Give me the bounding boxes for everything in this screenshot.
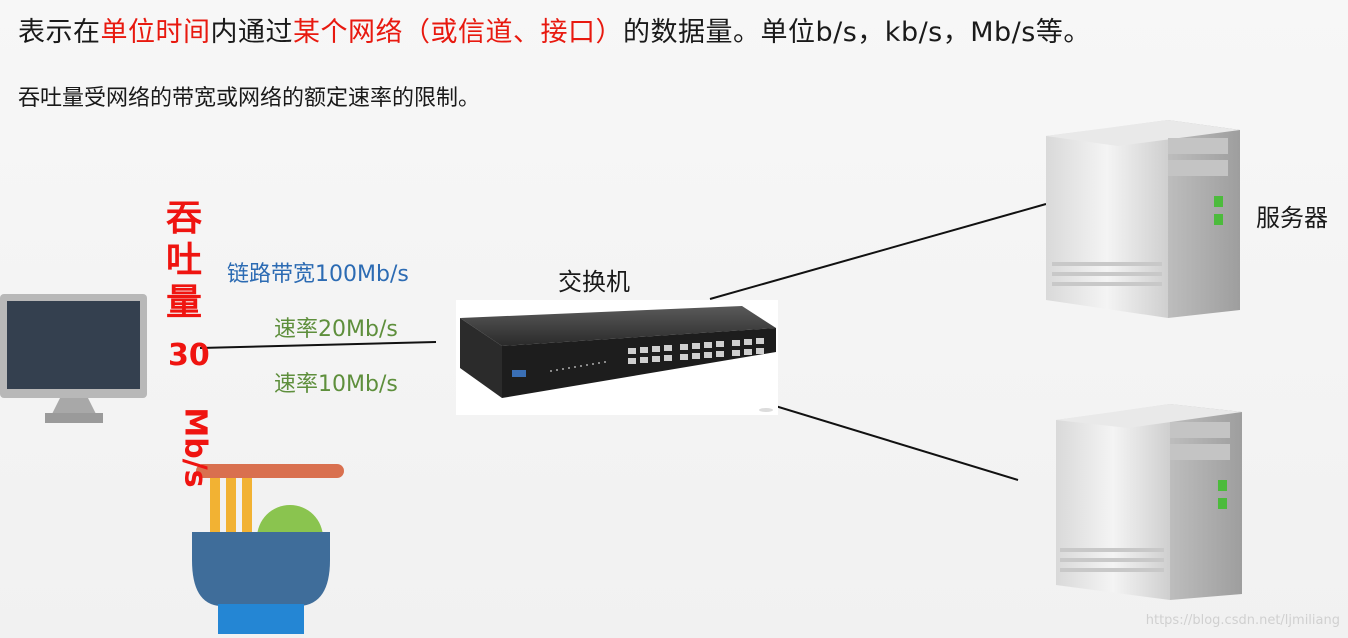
link-line-server-top <box>709 203 1047 300</box>
link-bandwidth-label: 链路带宽100Mb/s <box>227 262 409 287</box>
throughput-char-2: 吐 <box>165 240 202 281</box>
server-label: 服务器 <box>1256 204 1328 232</box>
server-icon <box>1046 120 1240 318</box>
switch-label: 交换机 <box>558 268 630 296</box>
rate-label-2: 速率10Mb/s <box>274 372 398 397</box>
heading-part-4: 某个网络（或信道、接口） <box>293 17 623 48</box>
rate-label-1: 速率20Mb/s <box>274 317 398 342</box>
heading-part-5: 的数据量。单位b/s，kb/s，Mb/s等。 <box>623 17 1091 48</box>
noodle-bowl-icon <box>192 464 344 634</box>
heading-part-2: 单位时间 <box>100 17 211 48</box>
server-icon-2 <box>1056 404 1242 600</box>
subheading: 吞吐量受网络的带宽或网络的额定速率的限制。 <box>18 86 481 111</box>
watermark: https://blog.csdn.net/ljmiliang <box>1145 613 1340 628</box>
link-line-pc <box>199 341 437 349</box>
switch-icon <box>456 300 778 415</box>
throughput-unit: Mb/s <box>177 407 213 488</box>
throughput-value: 30 <box>168 338 210 373</box>
throughput-char-3: 量 <box>165 282 202 323</box>
monitor-icon <box>0 294 147 423</box>
heading-part-3: 内通过 <box>210 17 293 48</box>
heading-part-1: 表示在 <box>18 17 101 48</box>
throughput-char-1: 吞 <box>165 198 202 239</box>
definition-heading: 表示在单位时间内通过某个网络（或信道、接口）的数据量。单位b/s，kb/s，Mb… <box>18 10 1091 49</box>
throughput-label: 吞 吐 量 30 Mb/s <box>162 198 213 488</box>
